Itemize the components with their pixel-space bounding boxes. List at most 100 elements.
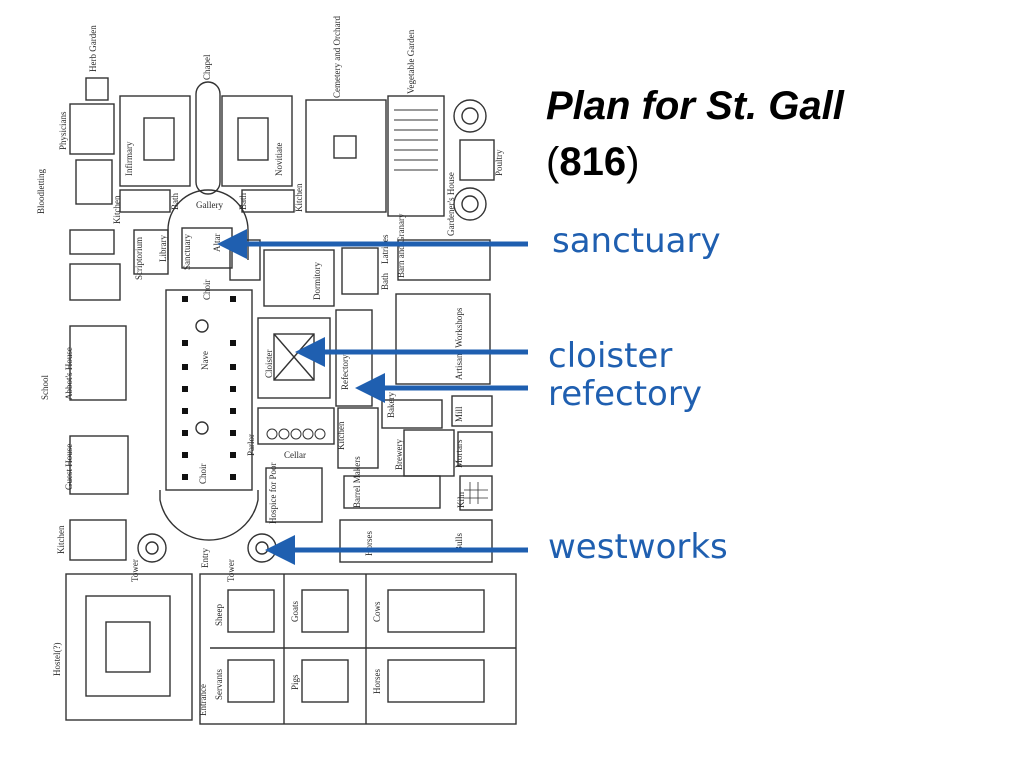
abbots-house-box — [69, 325, 127, 401]
plan-label-cemetery: Cemetery and Orchard — [332, 16, 342, 98]
plan-label-chapel: Chapel — [202, 54, 212, 80]
physicians-house — [69, 103, 115, 155]
plan-label-entrance: Entrance — [198, 684, 208, 716]
plan-label-hospice: Hospice for Poor — [268, 463, 278, 525]
poultry-house-north — [453, 99, 487, 133]
plan-label-entry: Entry — [200, 548, 210, 568]
kiln-box — [459, 475, 493, 511]
year-paren-close: ) — [626, 140, 640, 184]
plan-label-mill: Mill — [454, 406, 464, 422]
plan-label-school: School — [40, 375, 50, 401]
year-paren-open: ( — [546, 140, 560, 184]
plan-label-hostel: Hostel(?) — [52, 643, 62, 677]
plan-label-tower-w: Tower — [130, 559, 140, 582]
chapel-building — [195, 81, 221, 195]
callout-sanctuary: sanctuary — [552, 221, 721, 261]
vegetable-garden — [387, 95, 445, 217]
barrel-makers-box — [343, 475, 441, 509]
scriptorium-box — [133, 229, 169, 275]
plan-label-workshops: Artisans Workshops — [454, 307, 464, 380]
plan-label-abbots-house: Abbot's House — [64, 347, 74, 400]
cloister-box — [257, 317, 331, 399]
poultry-house-south — [453, 187, 487, 221]
plan-label-vegetable-garden: Vegetable Garden — [406, 29, 416, 94]
plan-label-cows: Cows — [372, 601, 382, 622]
plan-label-poultry: Poultry — [494, 149, 504, 176]
plan-label-kitchen-mid: Kitchen — [336, 421, 346, 450]
plan-label-tower-e: Tower — [226, 559, 236, 582]
plan-label-cellar: Cellar — [284, 450, 306, 460]
plan-label-parlor: Parlor — [246, 434, 256, 456]
church-nave — [165, 289, 253, 491]
title-main: Plan for St. Gall — [546, 84, 844, 128]
cemetery-orchard — [305, 99, 387, 213]
plan-label-scriptorium: Scriptorium — [134, 237, 144, 280]
callout-cloister: cloister — [548, 336, 673, 376]
plan-label-kitchen-ne: Kitchen — [294, 183, 304, 212]
dormitory-box — [263, 249, 335, 307]
plan-label-refectory: Refectory — [340, 354, 350, 390]
mill-box — [451, 395, 493, 427]
plan-label-mortars: Mortars — [454, 439, 464, 468]
plan-label-library: Library — [158, 235, 168, 262]
plan-label-bath-mid: Bath — [380, 273, 390, 290]
farm-enclosures — [199, 573, 517, 725]
plan-label-horses: Horses — [372, 669, 382, 694]
bakery-box — [381, 399, 443, 429]
plan-label-kitchen-nw: Kitchen — [112, 195, 122, 224]
plan-label-goats: Goats — [290, 601, 300, 622]
workshops-box — [395, 293, 491, 385]
plan-label-bloodletting: Bloodletting — [36, 169, 46, 215]
plan-label-cloister: Cloister — [264, 349, 274, 378]
refectory-box — [335, 309, 373, 407]
title-year-line: (816) — [546, 134, 1006, 190]
plan-label-choir-s: Choir — [198, 463, 208, 484]
horses-bulls-box — [339, 519, 493, 563]
plan-label-sheep: Sheep — [214, 604, 224, 626]
infirmary-building — [119, 95, 191, 187]
plan-label-bath-nw: Bath — [170, 193, 180, 210]
west-apse — [159, 490, 259, 541]
plan-label-gardeners-house: Gardener's House — [446, 172, 456, 236]
plan-label-bath-ne: Bath — [238, 193, 248, 210]
hostel-outer — [65, 573, 193, 721]
tower-west — [137, 533, 167, 563]
plan-label-novitiate: Novitiate — [274, 143, 284, 177]
callout-refectory: refectory — [548, 374, 702, 414]
plan-label-brewery: Brewery — [394, 439, 404, 470]
callout-westworks: westworks — [548, 527, 728, 567]
plan-label-physicians: Physicians — [58, 111, 68, 150]
bloodletting-house — [75, 159, 113, 205]
kitchen-sw-box — [69, 519, 127, 561]
plan-label-bakery: Bakery — [386, 392, 396, 418]
plan-label-kiln: Kiln — [456, 491, 466, 508]
plan-label-choir-n: Choir — [202, 279, 212, 300]
plan-label-latrines: Latrines — [380, 234, 390, 264]
mortars-box — [457, 431, 493, 467]
plan-label-pigs: Pigs — [290, 674, 300, 690]
barn-granary-box — [397, 239, 491, 281]
herb-garden-plot — [85, 77, 109, 101]
title-year: 816 — [559, 140, 627, 184]
plan-label-guest-house: Guest House — [64, 444, 74, 490]
hospice-box — [265, 467, 323, 523]
plan-label-dormitory: Dormitory — [312, 262, 322, 300]
guest-house-box — [69, 435, 129, 495]
slide-title: Plan for St. Gall (816) — [546, 78, 1006, 190]
kitchen-mid-box — [337, 407, 379, 469]
plan-label-servants: Servants — [214, 669, 224, 700]
plan-label-barrel-makers: Barrel Makers — [352, 456, 362, 508]
plan-label-sanctuary: Sanctuary — [182, 234, 192, 270]
plan-label-kitchen-sw: Kitchen — [56, 525, 66, 554]
plan-label-nave: Nave — [200, 351, 210, 370]
plan-label-gallery: Gallery — [196, 200, 223, 210]
novitiate-building — [221, 95, 293, 187]
plan-label-infirmary: Infirmary — [124, 141, 134, 176]
plan-label-bulls: Bulls — [454, 532, 464, 552]
plan-label-horses-small: Horses — [364, 531, 374, 556]
gallery-apse — [167, 189, 249, 260]
plan-label-herb-garden: Herb Garden — [88, 25, 98, 72]
